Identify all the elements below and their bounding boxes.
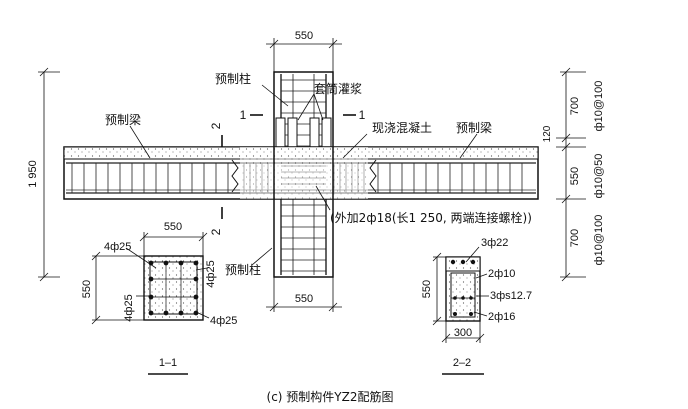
label-extra-bars: (外加2ф18(长1 250, 两端连接螺栓)) — [330, 210, 532, 225]
leader-lines — [129, 84, 478, 266]
sec2-height: 550 — [421, 280, 433, 298]
rebar — [178, 310, 184, 316]
rebar — [450, 259, 456, 265]
sec1-bar-bottom-right: 4ф25 — [210, 315, 237, 327]
section-cut-marks — [221, 114, 356, 219]
dim-col-bottom-text: 550 — [295, 293, 313, 305]
spacing-bottom: ф10@100 — [593, 215, 605, 266]
label-precast-beam-right: 预制梁 — [456, 120, 492, 135]
rebar — [453, 312, 457, 316]
rebar — [193, 310, 199, 316]
dim-total-height-text: 1 950 — [27, 160, 39, 188]
rebar — [178, 260, 184, 266]
sec1-width: 550 — [164, 221, 182, 233]
dim-column-width-bottom — [266, 277, 342, 312]
strand — [453, 296, 457, 300]
label-precast-column-top: 预制柱 — [215, 71, 251, 86]
sec2-top-bars: 3ф22 — [481, 237, 508, 249]
sec2-stirrup: 2ф10 — [488, 268, 515, 280]
label-cast-concrete: 现浇混凝土 — [372, 120, 432, 135]
dim-column-width-top — [266, 38, 342, 72]
rebar — [148, 294, 154, 300]
dim-seg-120: 120 — [542, 125, 553, 142]
section-mark-1-right: 1 — [359, 108, 366, 122]
strand — [461, 296, 465, 300]
section-1-1: 550 550 4ф25 4ф25 4ф25 4ф25 1–1 — [81, 221, 237, 375]
dim-right-chain — [556, 67, 586, 282]
sec2-width: 300 — [454, 327, 472, 339]
sec1-title: 1–1 — [159, 357, 177, 369]
sec1-bar-right: 4ф25 — [205, 260, 217, 287]
rebar — [193, 294, 199, 300]
rebar — [470, 259, 476, 265]
sec1-bar-top-left: 4ф25 — [104, 241, 131, 253]
cast-in-place-joint — [231, 147, 377, 199]
spacing-top: ф10@100 — [593, 81, 605, 132]
rebar — [193, 260, 199, 266]
dim-seg-bottom: 700 — [569, 229, 581, 247]
rebar — [163, 260, 169, 266]
dim-total-height — [38, 67, 60, 282]
section-mark-2-bottom: 2 — [209, 228, 223, 235]
dim-seg-mid: 550 — [569, 167, 581, 185]
dim-seg-top: 700 — [569, 97, 581, 115]
sec2-strand: 3фs12.7 — [490, 290, 532, 302]
dim-col-top-text: 550 — [295, 30, 313, 42]
rebar — [148, 276, 154, 282]
spacing-mid: ф10@50 — [593, 154, 605, 199]
sec2-title: 2–2 — [453, 357, 471, 369]
section-mark-1-left: 1 — [240, 108, 247, 122]
rebar — [469, 312, 473, 316]
section-mark-2-top: 2 — [209, 122, 223, 129]
rebar — [148, 310, 154, 316]
sec2-bottom-bars: 2ф16 — [488, 311, 515, 323]
rebar — [163, 310, 169, 316]
label-precast-beam-left: 预制梁 — [105, 112, 141, 127]
section-2-2: 550 300 3ф22 2ф10 3фs12.7 2ф16 2–2 — [421, 237, 532, 375]
strand — [469, 296, 473, 300]
sec1-height: 550 — [81, 280, 93, 298]
sec1-bar-left: 4ф25 — [123, 294, 135, 321]
label-sleeve-grouting: 套筒灌浆 — [314, 81, 362, 96]
label-precast-column-bottom: 预制柱 — [225, 262, 261, 277]
figure-caption: (c) 预制构件YZ2配筋图 — [267, 389, 394, 404]
rebar — [193, 276, 199, 282]
rebar — [460, 259, 466, 265]
